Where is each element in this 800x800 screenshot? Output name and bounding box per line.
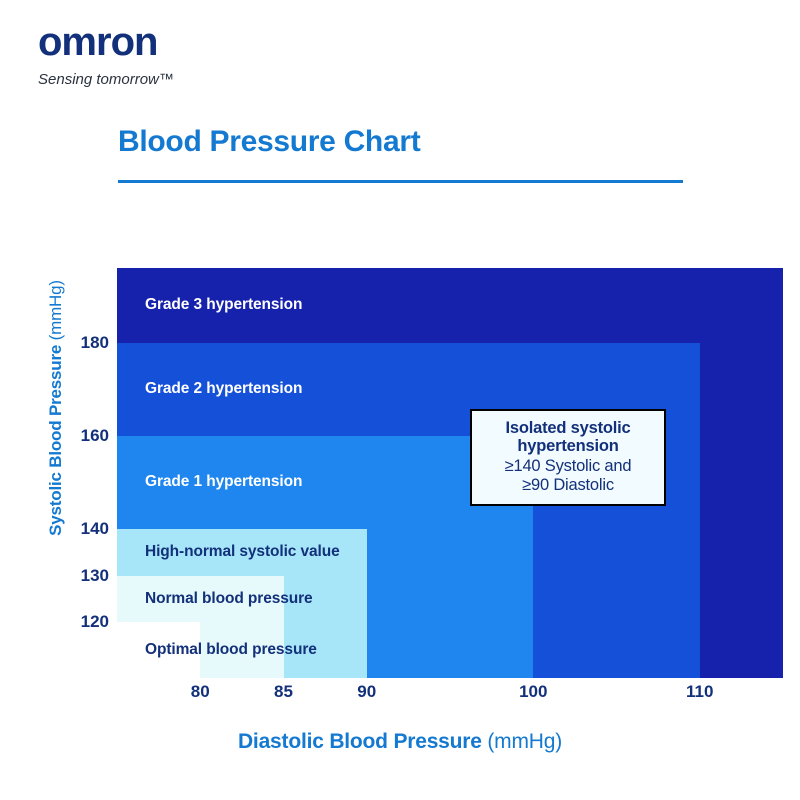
- y-axis-tick-label: 120: [80, 612, 109, 632]
- y-axis-tick-label: 180: [80, 332, 109, 352]
- x-axis-tick-label: 80: [190, 682, 210, 701]
- x-axis-tick-label: 110: [686, 682, 714, 701]
- x-axis-tick-label: 90: [357, 682, 377, 701]
- x-axis-title-text: Diastolic Blood Pressure: [237, 730, 482, 753]
- callout-title: Isolated systolic hypertension: [478, 419, 658, 456]
- callout-title-line2: hypertension: [517, 437, 619, 456]
- chart-band-label: Grade 1 hypertension: [145, 473, 303, 491]
- callout-sub-line1: ≥140 Systolic and: [504, 456, 632, 475]
- callout-title-line1: Isolated systolic: [505, 419, 631, 437]
- chart-band: [117, 622, 201, 678]
- x-axis-ticks: 80 85 90 100 110: [117, 682, 783, 708]
- chart-band-label: Grade 2 hypertension: [145, 380, 303, 398]
- title-divider: [118, 180, 683, 183]
- y-axis-tick-label: 160: [80, 425, 109, 445]
- y-axis-tick-label: 140: [80, 518, 109, 538]
- x-axis-title: Diastolic Blood Pressure (mmHg): [0, 730, 800, 754]
- x-axis-tick-label: 85: [274, 682, 293, 701]
- brand-tagline: Sensing tomorrow™: [38, 71, 174, 88]
- callout-subtext: ≥140 Systolic and ≥90 Diastolic: [478, 457, 658, 495]
- y-axis-ticks: 180 160 140 130 120: [33, 268, 109, 678]
- isolated-systolic-hypertension-callout: Isolated systolic hypertension ≥140 Syst…: [470, 409, 666, 506]
- y-axis-tick-label: 130: [80, 565, 109, 585]
- x-axis-unit: (mmHg): [487, 730, 563, 753]
- brand-block: OMRON Sensing tomorrow™: [38, 22, 338, 88]
- callout-sub-line2: ≥90 Diastolic: [522, 475, 614, 494]
- chart-band-label: Optimal blood pressure: [145, 641, 317, 659]
- omron-logo: OMRON: [38, 20, 158, 64]
- chart-band-label: Normal blood pressure: [145, 589, 313, 607]
- chart-band-label: Grade 3 hypertension: [145, 296, 303, 314]
- chart-band-label: High-normal systolic value: [145, 543, 340, 561]
- page-title: Blood Pressure Chart: [118, 125, 421, 158]
- x-axis-tick-label: 100: [519, 682, 548, 701]
